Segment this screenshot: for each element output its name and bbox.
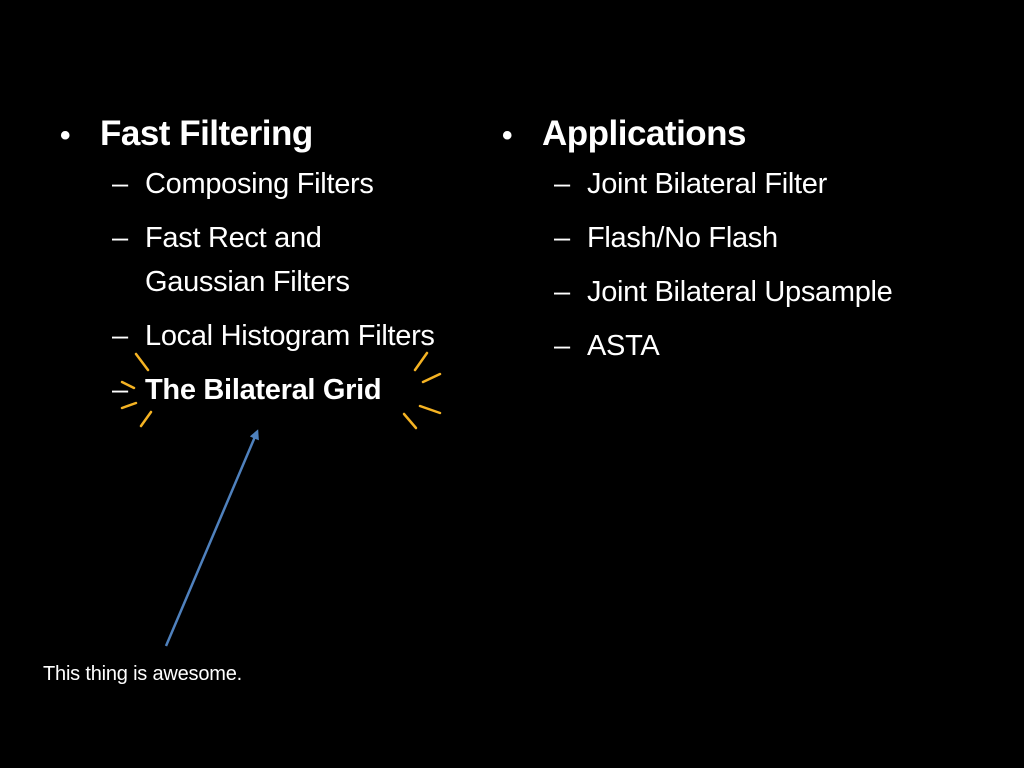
- dash-icon: –: [554, 330, 570, 362]
- list-item-highlighted: – The Bilateral Grid: [112, 368, 500, 412]
- list-item-text: Local Histogram Filters: [145, 320, 435, 352]
- dash-icon: –: [112, 374, 128, 406]
- bullet-icon: •: [60, 119, 71, 152]
- list-item-text: Fast Rect and Gaussian Filters: [145, 222, 350, 298]
- list-item: – Joint Bilateral Filter: [554, 162, 982, 206]
- list-item: – ASTA: [554, 324, 982, 368]
- left-heading-row: • Fast Filtering: [60, 108, 500, 162]
- dash-icon: –: [554, 276, 570, 308]
- list-item: – Composing Filters: [112, 162, 500, 206]
- list-item: – Flash/No Flash: [554, 216, 982, 260]
- list-item-text: ASTA: [587, 330, 660, 362]
- left-column: • Fast Filtering – Composing Filters – F…: [60, 108, 500, 412]
- dash-icon: –: [554, 168, 570, 200]
- annotation-caption: This thing is awesome.: [43, 663, 243, 685]
- list-item: – Local Histogram Filters: [112, 314, 500, 358]
- right-heading: Applications: [542, 114, 747, 153]
- list-item-text: Joint Bilateral Filter: [587, 168, 827, 200]
- right-sub-list: – Joint Bilateral Filter – Flash/No Flas…: [502, 162, 982, 368]
- right-heading-row: • Applications: [502, 108, 982, 162]
- list-item-text: Composing Filters: [145, 168, 374, 200]
- pointer-arrow: [164, 429, 259, 647]
- list-item: – Joint Bilateral Upsample: [554, 270, 982, 314]
- list-item-text: Joint Bilateral Upsample: [587, 276, 893, 308]
- bullet-icon: •: [502, 119, 513, 152]
- sparkle-ray: [139, 410, 153, 428]
- left-heading: Fast Filtering: [100, 114, 313, 153]
- dash-icon: –: [112, 320, 128, 352]
- left-sub-list: – Composing Filters – Fast Rect and Gaus…: [60, 162, 500, 412]
- dash-icon: –: [112, 168, 128, 200]
- dash-icon: –: [554, 222, 570, 254]
- list-item: – Fast Rect and Gaussian Filters: [112, 216, 500, 304]
- dash-icon: –: [112, 222, 128, 254]
- list-item-text: Flash/No Flash: [587, 222, 778, 254]
- sparkle-ray: [402, 412, 418, 430]
- list-item-text: The Bilateral Grid: [145, 374, 382, 406]
- right-column: • Applications – Joint Bilateral Filter …: [502, 108, 982, 368]
